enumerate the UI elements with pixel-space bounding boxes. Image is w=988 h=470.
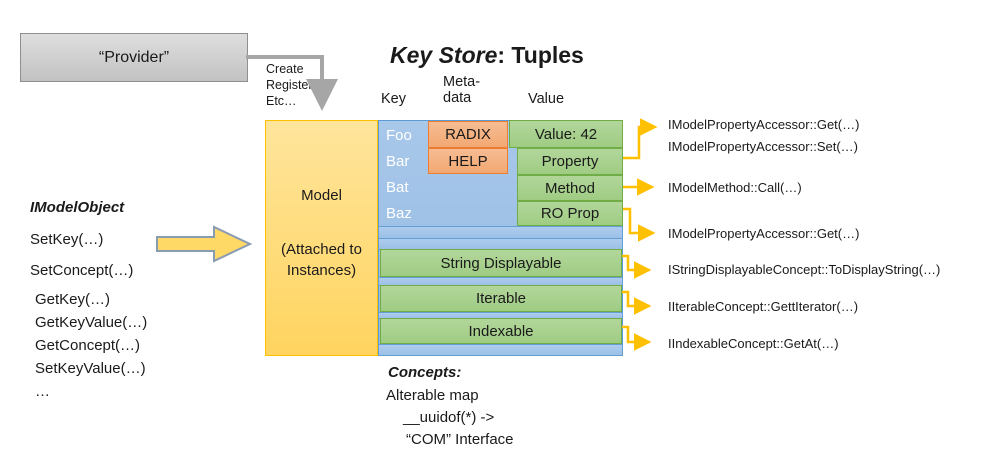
provider-arrow-label: Create Register Etc… — [266, 62, 313, 108]
model-box: Model (Attached to Instances) — [265, 120, 378, 356]
concepts-line-alterable-map: Alterable map — [386, 387, 479, 404]
annotation-ro-prop-get: IModelPropertyAccessor::Get(…) — [668, 226, 860, 241]
title-emphasis: Key Store — [390, 42, 498, 68]
method-setconcept: SetConcept(…) — [30, 262, 134, 279]
key-row-foo: Foo — [386, 127, 412, 144]
concept-bar-string-displayable: String Displayable — [380, 249, 622, 277]
title-rest: : Tuples — [497, 42, 584, 68]
indexable-connector-icon — [622, 325, 652, 351]
annotation-property-set: IModelPropertyAccessor::Set(…) — [668, 139, 859, 154]
metadata-cell-radix: RADIX — [428, 121, 508, 148]
method-getkey: GetKey(…) — [35, 291, 111, 308]
metadata-cell-help: HELP — [428, 148, 508, 174]
property-connector-icon — [623, 118, 658, 160]
method-setkey: SetKey(…) — [30, 231, 104, 248]
key-row-bat: Bat — [386, 179, 409, 196]
key-row-bar: Bar — [386, 153, 410, 170]
ro-prop-connector-icon — [623, 207, 656, 242]
method-ellipsis: … — [35, 383, 50, 400]
blue-row-divider — [378, 344, 623, 356]
column-header-value: Value — [528, 91, 565, 107]
annotation-indexable: IIndexableConcept::GetAt(…) — [668, 336, 839, 351]
method-getconcept: GetConcept(…) — [35, 337, 141, 354]
page-title: Key Store: Tuples — [390, 42, 584, 69]
concepts-heading: Concepts: — [388, 364, 462, 381]
imodelobject-to-model-arrow-icon — [156, 225, 253, 263]
provider-label: “Provider” — [98, 48, 170, 66]
key-row-baz: Baz — [386, 205, 412, 222]
concepts-line-uuidof: __uuidof(*) -> — [403, 409, 495, 426]
iterable-connector-icon — [622, 290, 652, 315]
value-cell-value42: Value: 42 — [509, 120, 623, 148]
model-box-note: (Attached to Instances) — [281, 241, 362, 279]
value-cell-method: Method — [517, 175, 623, 201]
annotation-property-get: IModelPropertyAccessor::Get(…) — [668, 117, 860, 132]
annotation-method-call: IModelMethod::Call(…) — [668, 180, 802, 195]
method-setkeyvalue: SetKeyValue(…) — [35, 360, 146, 377]
imodelobject-heading: IModelObject — [30, 199, 125, 216]
annotation-iterable: IIterableConcept::GettIterator(…) — [668, 299, 859, 314]
value-cell-ro-prop: RO Prop — [517, 201, 623, 226]
concept-bar-iterable: Iterable — [380, 285, 622, 312]
annotation-string-displayable: IStringDisplayableConcept::ToDisplayStri… — [668, 262, 941, 277]
model-box-title: Model — [301, 187, 342, 204]
provider-box: “Provider” — [20, 33, 248, 82]
method-getkeyvalue: GetKeyValue(…) — [35, 314, 148, 331]
concept-bar-indexable: Indexable — [380, 318, 622, 344]
value-cell-property: Property — [517, 148, 623, 175]
string-displayable-connector-icon — [622, 254, 652, 279]
concepts-line-com-interface: “COM” Interface — [406, 431, 514, 448]
column-header-metadata: Meta- data — [443, 74, 481, 106]
column-header-key: Key — [381, 91, 406, 107]
